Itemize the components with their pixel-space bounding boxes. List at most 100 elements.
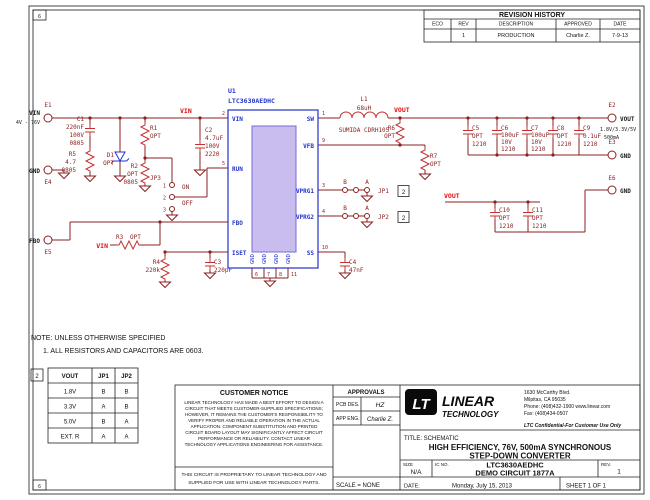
jt-cell: 1.8V <box>64 390 76 396</box>
notes-line1: 1. ALL RESISTORS AND CAPACITORS ARE 0603… <box>43 348 203 355</box>
r1-value: OPT <box>150 133 161 140</box>
u1-part-number: LTC3630AEDHC <box>228 97 275 105</box>
e1-ref: E1 <box>44 102 52 109</box>
d1-value: OPT <box>103 160 114 167</box>
e3-ref: E3 <box>608 139 616 146</box>
u1-pin-number-vprg2: 4 <box>322 209 325 215</box>
c7-size: 1210 <box>531 146 546 153</box>
jt-cell: B <box>101 420 105 426</box>
e2-voltage-options: 1.8V/3.3V/5V <box>600 127 636 133</box>
rev-label: REV. <box>601 462 611 467</box>
size-label: SIZE <box>403 462 413 467</box>
revision-history-table: REVISION HISTORY ECO REV DESCRIPTION APP… <box>423 9 641 43</box>
u1-pin-vprg1: VPRG1 <box>296 188 314 195</box>
c4-ref: C4 <box>349 259 357 266</box>
c6-ref: C6 <box>501 125 509 132</box>
vin-net-label-r3: VIN <box>96 242 108 250</box>
rev-value: 1 <box>617 469 621 476</box>
jp2-position-b: B <box>343 205 347 212</box>
jp3-on-label: ON <box>182 184 190 191</box>
e6-net-name: GND <box>620 188 631 195</box>
c2-voltage: 100V <box>205 143 220 150</box>
c1-value: 220nF <box>66 124 84 131</box>
jp1-position-b: B <box>343 179 347 186</box>
rev-row-date: 7-9-13 <box>612 33 628 39</box>
u1-pin-number-vprg1: 3 <box>322 183 325 189</box>
d1-zener-symbol <box>110 151 130 164</box>
app-eng-value: Charlie Z. <box>367 417 393 423</box>
rev-col-eco: ECO <box>432 22 443 28</box>
e5-ref: E5 <box>44 249 52 256</box>
confidential-notice: LTC Confidential-For Customer Use Only <box>524 423 621 429</box>
pcb-des-value: HZ <box>376 402 386 409</box>
title-label: TITLE: SCHEMATIC <box>404 436 459 442</box>
u1-pin-number-ss: 10 <box>322 245 328 251</box>
r6-ref: R6 <box>388 125 396 132</box>
customer-notice-line: HOWEVER, IT REMAINS THE CUSTOMER'S RESPO… <box>185 412 323 417</box>
rev-row-description: PRODUCTION <box>498 33 535 39</box>
rev-col-date: DATE <box>614 22 628 28</box>
schematic-title-line2: STEP-DOWN CONVERTER <box>469 452 571 461</box>
date-value: Monday, July 15, 2013 <box>452 484 513 490</box>
l1-inductor-symbol <box>339 111 389 119</box>
c6-value: 100uF <box>501 132 519 139</box>
logo-technology-text: TECHNOLOGY <box>442 410 499 419</box>
r6-value: OPT <box>384 133 395 140</box>
e1-net-name: VIN <box>29 110 40 117</box>
c9-ref: C9 <box>583 125 591 132</box>
c8-ref: C8 <box>557 125 565 132</box>
c2-value: 4.7uF <box>205 135 223 142</box>
c2-ref: C2 <box>205 127 213 134</box>
c7-voltage: 10V <box>531 139 542 146</box>
u1-pin-sw: SW <box>307 116 315 123</box>
rev-col-approved: APPROVED <box>564 22 592 28</box>
jt-cell: 3.3V <box>64 405 76 411</box>
r3-ref: R3 <box>116 234 124 241</box>
scale-label: SCALE = NONE <box>336 483 380 489</box>
ic-number: LTC3630AEDHC <box>486 461 544 470</box>
address-line4: Fax: (408)434-0507 <box>524 411 568 417</box>
customer-notice-line: VERIFY PROPER AND RELIABLE OPERATION IN … <box>188 418 320 423</box>
c5-ref: C5 <box>472 125 480 132</box>
u1-pin-number-gnd2: 7 <box>267 272 270 278</box>
c7-ref: C7 <box>531 125 539 132</box>
c10-size: 1210 <box>499 223 514 230</box>
address-line2: Milpitas, CA 95035 <box>524 397 566 403</box>
date-label: DATE: <box>404 484 420 490</box>
u1-pin-gnd-2: GND <box>262 254 268 264</box>
jt-header-jp1: JP1 <box>98 374 109 380</box>
e2-net-name: VOUT <box>620 116 635 123</box>
vout-net-label: VOUT <box>394 106 410 114</box>
r2-size: 0805 <box>124 179 139 186</box>
e2-current-rating: 500mA <box>604 135 619 141</box>
sheet-label: SHEET 1 OF 1 <box>566 484 607 490</box>
c10-ref: C10 <box>499 207 510 214</box>
customer-notice-line: CIRCUIT BOARD LAYOUT MAY SIGNIFICANTLY A… <box>185 430 323 435</box>
customer-notice-title: CUSTOMER NOTICE <box>220 390 289 397</box>
jp1-position-a: A <box>365 179 369 186</box>
customer-notice-line: LINEAR TECHNOLOGY HAS MADE A BEST EFFORT… <box>184 400 323 405</box>
demo-circuit-number: DEMO CIRCUIT 1877A <box>475 469 555 478</box>
notes: NOTE: UNLESS OTHERWISE SPECIFIED 1. ALL … <box>31 335 203 355</box>
jp3-ref: JP3 <box>150 175 161 182</box>
jt-cell: B <box>124 390 128 396</box>
rev-col-description: DESCRIPTION <box>499 22 534 28</box>
u1-pin-vprg2: VPRG2 <box>296 214 314 221</box>
pcb-des-label: PCB DES. <box>336 402 359 408</box>
d1-ref: D1 <box>107 152 115 159</box>
jt-cell: A <box>124 435 128 441</box>
r5-value: 4.7 <box>65 159 76 166</box>
jp3-pin3: 3 <box>163 208 166 214</box>
r4-ref: R4 <box>153 259 161 266</box>
u1-pin-fbo: FBO <box>232 220 243 227</box>
c9-value: 0.1uF <box>583 133 601 140</box>
connector-terminals <box>43 113 617 245</box>
u1-pin-vin: VIN <box>232 116 243 123</box>
jumper-pads <box>169 182 370 219</box>
u1-ic: U1 LTC3630AEDHC VIN RUN FBO ISET SW VFB … <box>222 87 328 278</box>
vin-net-label: VIN <box>180 107 192 115</box>
u1-pin-gnd-4: GND <box>286 254 292 264</box>
l1-value: 68uH <box>357 105 372 112</box>
r7-value: OPT <box>430 161 441 168</box>
c1-voltage: 100V <box>70 132 85 139</box>
